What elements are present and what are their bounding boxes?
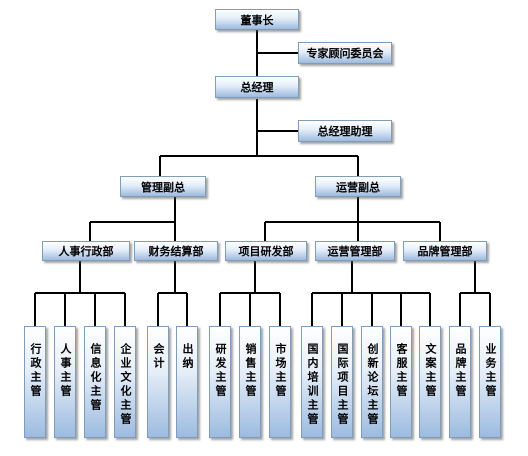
node-manager: 信息化主管 [84, 326, 106, 438]
node-dept-hr-admin: 人事行政部 [42, 241, 130, 261]
node-gm-assistant: 总经理助理 [298, 120, 392, 142]
node-dept-operations: 运营管理部 [315, 241, 395, 261]
node-dept-finance: 财务结算部 [134, 241, 218, 261]
node-dept-rnd: 项目研发部 [225, 241, 307, 261]
node-manager: 客服主管 [390, 326, 412, 438]
node-general-manager: 总经理 [215, 76, 299, 98]
node-manager: 品牌主管 [449, 326, 471, 438]
node-manager: 业务主管 [479, 326, 501, 438]
node-manager: 人事主管 [54, 326, 76, 438]
node-manager: 国际项目主管 [331, 326, 353, 438]
node-manager: 会计 [147, 326, 169, 438]
node-deputy-operations: 运营副总 [315, 176, 401, 197]
node-chairman: 董事长 [215, 9, 299, 30]
node-manager: 出纳 [176, 326, 198, 438]
node-manager: 销售主管 [239, 326, 261, 438]
node-manager: 行政主管 [24, 326, 46, 438]
node-manager: 文案主管 [419, 326, 441, 438]
node-manager: 创新论坛主管 [361, 326, 383, 438]
node-manager: 国内培训主管 [301, 326, 323, 438]
node-dept-brand: 品牌管理部 [403, 241, 487, 261]
node-advisory-committee: 专家顾问委员会 [298, 42, 392, 64]
node-manager: 企业文化主管 [114, 326, 136, 438]
node-manager: 研发主管 [209, 326, 231, 438]
node-manager: 市场主管 [269, 326, 291, 438]
node-deputy-management: 管理副总 [120, 176, 206, 197]
